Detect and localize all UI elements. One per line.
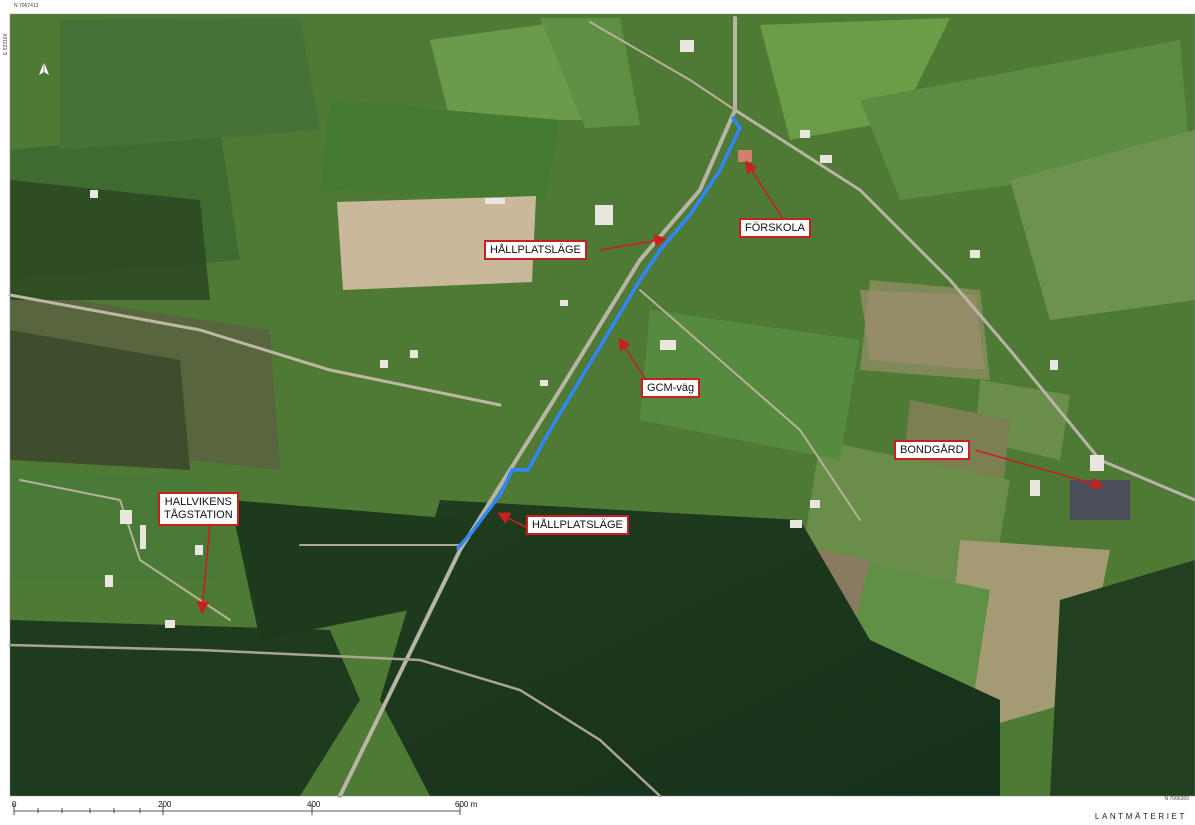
label-forskola: FÖRSKOLA: [739, 218, 811, 238]
label-gcm: GCM-väg: [641, 378, 701, 398]
coordinate-top-left: N 7067413: [14, 3, 39, 9]
label-bondgard: BONDGÅRD: [894, 440, 970, 460]
scale-tick-200: 200: [158, 800, 172, 809]
arrow-gcm: [618, 337, 647, 381]
coordinate-bottom-right: N 7066360: [1164, 796, 1189, 802]
north-arrow-icon: [39, 62, 49, 75]
coordinate-side: E 533164: [3, 33, 9, 55]
arrow-bondgard: [974, 449, 1105, 490]
scale-bar: [13, 803, 461, 815]
lantmateriet-logo: LANTMÄTERIET: [1094, 812, 1187, 821]
arrow-hallplats-north: [599, 234, 668, 251]
roads: [8, 16, 1195, 798]
map-frame: [9, 13, 1195, 797]
label-station: HALLVIKENS TÅGSTATION: [158, 492, 239, 526]
bare-field: [337, 196, 536, 290]
annotation-arrows: [196, 160, 1105, 615]
label-hallplats-north: HÅLLPLATSLÄGE: [484, 240, 587, 260]
label-station-line1: HALLVIKENS: [164, 496, 232, 508]
scale-tick-0: 0: [12, 800, 17, 809]
arrow-station: [196, 523, 211, 615]
label-hallplats-south: HÅLLPLATSLÄGE: [526, 515, 629, 535]
forests: [10, 180, 1195, 796]
arrow-hallplats-south: [497, 512, 529, 529]
bare-field-2: [860, 290, 985, 370]
label-station-line2: TÅGSTATION: [164, 509, 233, 521]
scale-tick-400: 400: [307, 800, 321, 809]
scale-tick-600: 600 m: [455, 800, 478, 809]
gcm-route-line: [456, 116, 742, 550]
arrow-forskola: [745, 160, 786, 223]
